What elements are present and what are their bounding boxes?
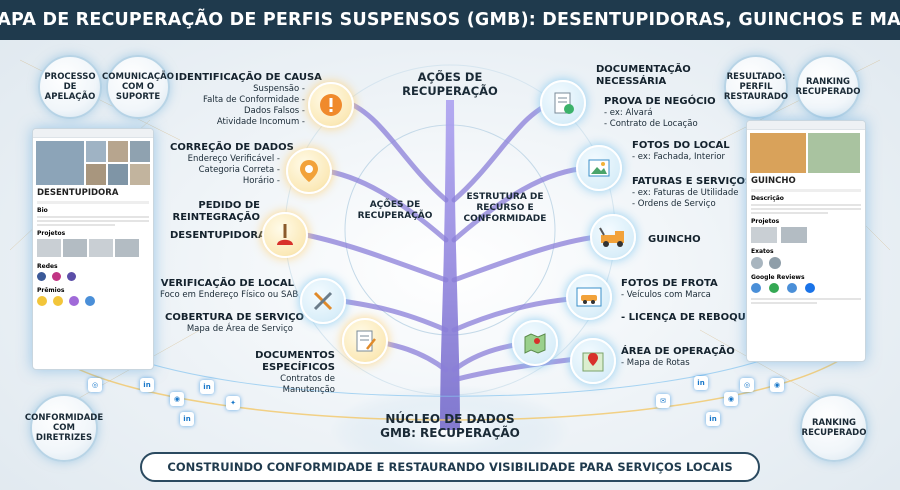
- right-item-guincho: GUINCHO: [648, 234, 701, 245]
- rss-icon: ◉: [770, 378, 784, 392]
- panel-photo-grid: [33, 138, 153, 188]
- email-icon: ✉: [656, 394, 670, 408]
- globe-icon: ◎: [88, 378, 102, 392]
- gmb-panel-desentupidora: DESENTUPIDORA Bio Projetos Redes Prêmios: [32, 128, 154, 370]
- alert-icon: [308, 82, 354, 128]
- trunk: [440, 100, 460, 430]
- page-title: MAPA DE RECUPERAÇÃO DE PERFIS SUSPENSOS …: [0, 10, 900, 30]
- glow-arc: [89, 339, 811, 397]
- center-right-label: ESTRUTURA DE RECURSO E CONFORMIDADE: [463, 192, 547, 224]
- twitter-icon: ✦: [226, 396, 240, 410]
- location-map-icon: [570, 338, 616, 384]
- center-left-label: AÇÕES DE RECUPERAÇÃO: [357, 200, 433, 221]
- tools-icon: [300, 278, 346, 324]
- footer-text: CONSTRUINDO CONFORMIDADE E RESTAURANDO V…: [167, 460, 733, 474]
- badge-ranking-bottom: RANKING RECUPERADO: [800, 394, 868, 462]
- badge-support-contact: COMUNICAÇÃO COM O SUPORTE: [102, 55, 174, 119]
- right-item-documentation: DOCUMENTAÇÃO NECESSÁRIA: [596, 64, 691, 87]
- panel-browser-bar: [747, 121, 865, 130]
- tow-truck-photo: [750, 133, 806, 173]
- right-item-business-proof: PROVA DE NEGÓCIO - ex: Alvará - Contrato…: [604, 96, 716, 129]
- right-item-invoices: FATURAS E SERVIÇOS - ex: Faturas de Util…: [632, 176, 753, 209]
- left-item-cause: IDENTIFICAÇÃO DE CAUSA Suspensão - Falta…: [175, 72, 322, 127]
- profile-photo: [36, 141, 84, 185]
- left-item-location: VERIFICAÇÃO DE LOCAL Foco em Endereço Fí…: [160, 278, 299, 300]
- linkedin-icon: in: [140, 378, 154, 392]
- left-item-coverage: COBERTURA DE SERVIÇO Mapa de Área de Ser…: [165, 312, 305, 334]
- rss-icon: ◉: [170, 392, 184, 406]
- fleet-car-icon: [566, 274, 612, 320]
- core-label: NÚCLEO DE DADOS GMB: RECUPERAÇÃO: [380, 412, 520, 440]
- right-item-tow-license: - LICENÇA DE REBOQUE: [621, 312, 753, 323]
- panel-business-name: GUINCHO: [751, 176, 796, 186]
- rss-icon: ◉: [724, 392, 738, 406]
- right-item-operation-area: ÁREA DE OPERAÇÃO - Mapa de Rotas: [621, 346, 735, 368]
- linkedin-icon: in: [200, 380, 214, 394]
- globe-icon: ◎: [740, 378, 754, 392]
- title-bar: MAPA DE RECUPERAÇÃO DE PERFIS SUSPENSOS …: [0, 0, 900, 40]
- badge-appeal-process: PROCESSO DE APELAÇÃO: [38, 55, 102, 119]
- footer-banner: CONSTRUINDO CONFORMIDADE E RESTAURANDO V…: [140, 452, 760, 482]
- linkedin-icon: in: [706, 412, 720, 426]
- right-item-fleet-photos: FOTOS DE FROTA - Veículos com Marca: [621, 278, 718, 300]
- badge-result-restored: RESULTADO: PERFIL RESTAURADO: [724, 55, 788, 119]
- document-pen-icon: [342, 318, 388, 364]
- panel-browser-bar: [33, 129, 153, 138]
- tow-truck-icon: [590, 214, 636, 260]
- photo-icon: [576, 145, 622, 191]
- badge-compliance: CONFORMIDADE COM DIRETRIZES: [25, 394, 103, 462]
- map-icon: [512, 320, 558, 366]
- left-item-data-fix: CORREÇÃO DE DADOS Endereço Verificável -…: [170, 142, 294, 186]
- left-item-docs: DOCUMENTOS ESPECÍFICOS Contratos de Manu…: [255, 350, 335, 395]
- linkedin-icon: in: [180, 412, 194, 426]
- panel-business-name: DESENTUPIDORA: [37, 188, 119, 198]
- panel-photo-grid: [747, 130, 865, 176]
- plunger-icon: [262, 212, 308, 258]
- badge-ranking-top: RANKING RECUPERADO: [796, 55, 860, 119]
- map-pin-icon: [286, 148, 332, 194]
- checklist-icon: [540, 80, 586, 126]
- gmb-panel-guincho: GUINCHO Descrição Projetos Exatos Google…: [746, 120, 866, 362]
- linkedin-icon: in: [694, 376, 708, 390]
- left-item-reinstatement: PEDIDO DE REINTEGRAÇÃO DESENTUPIDORA: [170, 200, 266, 241]
- right-item-location-photos: FOTOS DO LOCAL - ex: Fachada, Interior: [632, 140, 730, 162]
- center-top-label: AÇÕES DE RECUPERAÇÃO: [402, 70, 498, 98]
- map-photo: [808, 133, 860, 173]
